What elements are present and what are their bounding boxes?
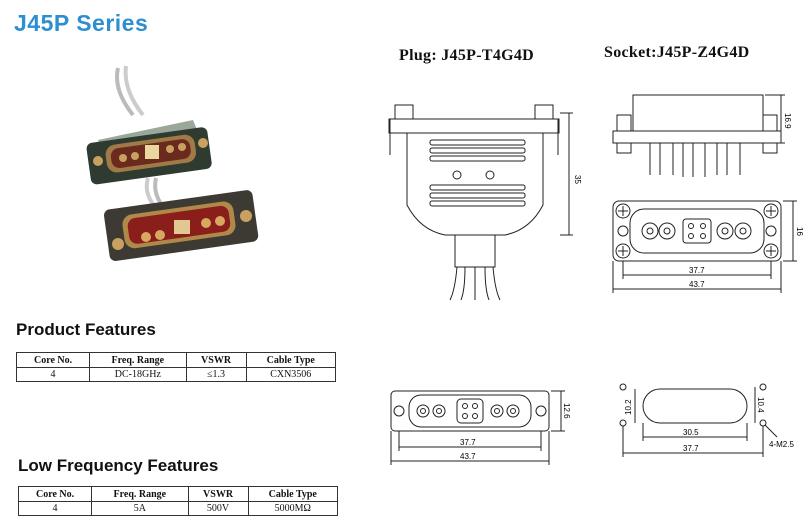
table-row: 4 5A 500V 5000MΩ [19, 501, 338, 516]
table-cell: 4 [52, 503, 58, 514]
table-header: VSWR [187, 486, 249, 502]
page-title: J45P Series [14, 10, 149, 36]
cutout-height-left-dim: 10.2 [624, 399, 633, 415]
plug-caption: Plug: J45P-T4G4D [399, 47, 535, 64]
cutout-height-right-dim: 10.4 [756, 397, 765, 413]
low-frequency-features-table: Core No. Freq. Range VSWR Cable Type 4 5… [18, 486, 338, 516]
socket-caption: Socket:J45P-Z4G4D [604, 44, 750, 61]
plug-drawing: 35 [388, 104, 582, 301]
plug-face-drawing: 12.6 37.7 43.7 [390, 390, 571, 465]
socket-inner-width-dim: 37.7 [689, 266, 705, 275]
cutout-width-dim: 30.5 [683, 428, 699, 437]
table-cell: 4 [50, 369, 56, 380]
cutout-pitch-dim: 37.7 [683, 444, 699, 453]
socket-face-height-dim: 16 [795, 227, 804, 236]
low-frequency-features-title: Low Frequency Features [18, 456, 219, 475]
socket-side-drawing: 16.9 [612, 94, 792, 177]
hole-spec-label: 4-M2.5 [769, 440, 794, 449]
table-cell: 5A [91, 501, 189, 516]
table-row: 4 DC-18GHz ≤1.3 CXN3506 [17, 367, 336, 382]
table-cell: ≤1.3 [185, 367, 247, 382]
table-header: Core No. [18, 486, 92, 502]
table-cell: 500V [187, 501, 249, 516]
table-header: Cable Type [245, 352, 336, 368]
product-features-title: Product Features [16, 320, 156, 339]
socket-face-drawing: 16 37.7 43.7 [612, 200, 804, 293]
table-header: VSWR [185, 352, 247, 368]
plug-height-dim: 35 [573, 175, 582, 184]
table-header: Freq. Range [91, 486, 189, 502]
plug-face-height-dim: 12.6 [562, 403, 571, 419]
socket-outer-width-dim: 43.7 [689, 280, 705, 289]
plug-outer-width-dim: 43.7 [460, 452, 476, 461]
table-cell: CXN3506 [245, 367, 336, 382]
table-header: Cable Type [247, 486, 338, 502]
panel-cutout-drawing: 10.2 10.4 4-M2.5 30.5 37.7 [619, 383, 794, 457]
table-cell: 5000MΩ [247, 501, 338, 516]
table-header: Freq. Range [89, 352, 187, 368]
table-header: Core No. [16, 352, 90, 368]
table-cell: DC-18GHz [89, 367, 187, 382]
socket-height-dim: 16.9 [783, 113, 792, 129]
product-features-table: Core No. Freq. Range VSWR Cable Type 4 D… [16, 352, 336, 382]
plug-inner-width-dim: 37.7 [460, 438, 476, 447]
product-photo [86, 65, 259, 261]
